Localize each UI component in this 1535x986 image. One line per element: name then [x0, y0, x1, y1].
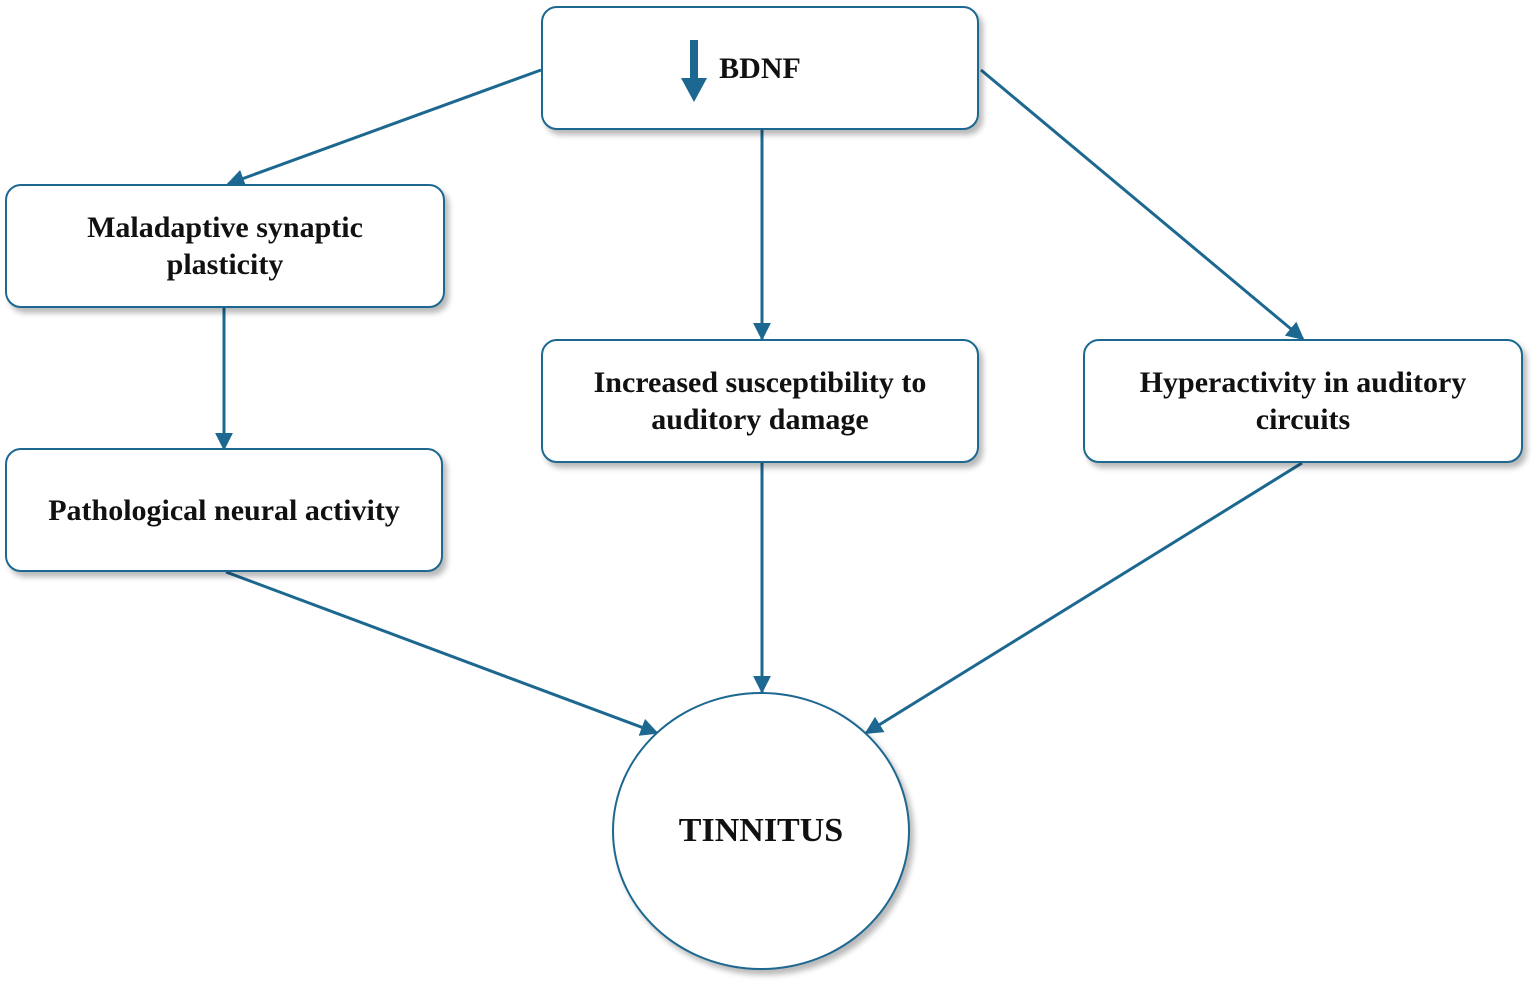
node-bdnf: BDNF [541, 6, 979, 130]
bdnf-label: BDNF [719, 51, 801, 85]
edge-hyperactivity-to-tinnitus [864, 461, 1303, 735]
node-tinnitus: TINNITUS [612, 692, 910, 970]
edge-bdnf-to-maladaptive [226, 68, 542, 187]
pathological-label: Pathological neural activity [48, 493, 400, 527]
maladaptive-label: Maladaptive synaptic plasticity [87, 211, 363, 281]
edge-bdnf-to-hyperactivity [980, 68, 1305, 341]
tinnitus-label: TINNITUS [678, 812, 844, 849]
node-hyperactivity-auditory-circuits: Hyperactivity in auditory circuits [1083, 339, 1523, 463]
susceptibility-label: Increased susceptibility to auditory dam… [593, 366, 927, 436]
hyperactivity-label: Hyperactivity in auditory circuits [1139, 366, 1467, 436]
down-arrow-icon [681, 40, 707, 102]
node-increased-susceptibility: Increased susceptibility to auditory dam… [541, 339, 979, 463]
node-maladaptive-synaptic-plasticity: Maladaptive synaptic plasticity [5, 184, 445, 308]
node-pathological-neural-activity: Pathological neural activity [5, 448, 443, 572]
edge-pathological-to-tinnitus [225, 570, 659, 736]
